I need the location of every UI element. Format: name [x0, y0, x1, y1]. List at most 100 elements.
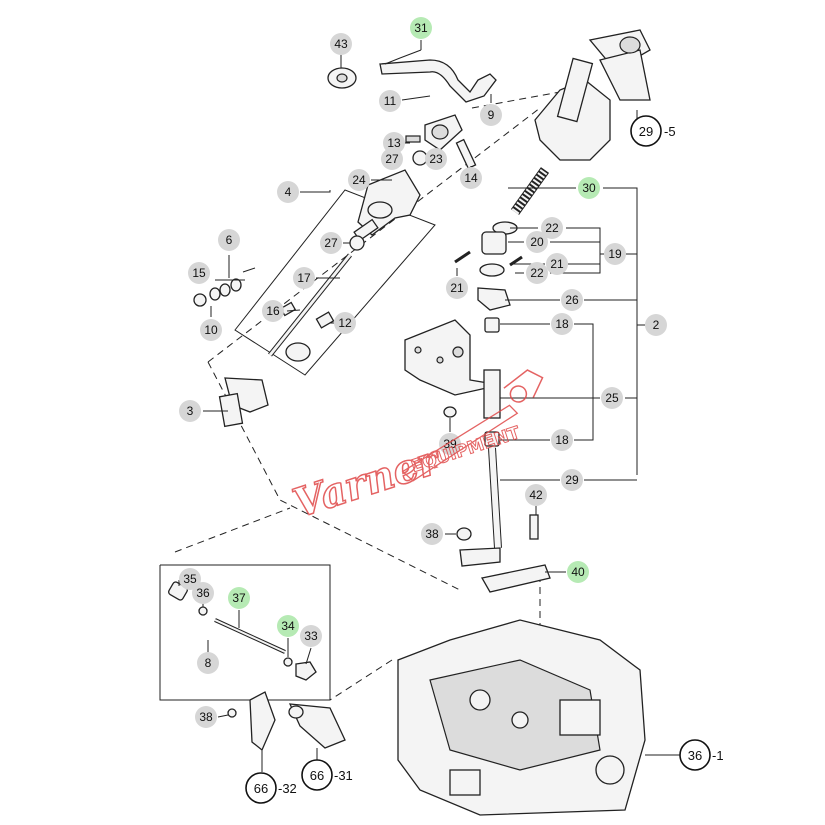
callout-14[interactable]: 14: [460, 167, 482, 189]
watermark-word-1: Varner: [287, 435, 447, 527]
label-9: 9: [488, 108, 495, 122]
callout-10[interactable]: 10: [200, 319, 222, 341]
callout-36-small[interactable]: 36: [192, 582, 214, 604]
ref-66-32[interactable]: 66 -32: [245, 772, 297, 804]
callout-2[interactable]: 2: [645, 314, 667, 336]
callout-24[interactable]: 24: [348, 169, 370, 191]
callout-23[interactable]: 23: [425, 148, 447, 170]
callout-33[interactable]: 33: [300, 625, 322, 647]
callout-30[interactable]: 30: [578, 177, 600, 199]
label-14: 14: [464, 171, 478, 185]
leader-lines: [178, 40, 680, 772]
label-21-right: 21: [550, 257, 564, 271]
label-20: 20: [530, 235, 544, 249]
label-4: 4: [285, 185, 292, 199]
ref-36-1[interactable]: 36 -1: [679, 739, 724, 771]
label-43: 43: [334, 37, 348, 51]
callout-6[interactable]: 6: [218, 229, 240, 251]
label-2: 2: [653, 318, 660, 332]
callout-27-upper[interactable]: 27: [381, 148, 403, 170]
shift-lever-handle: [327, 59, 497, 103]
callout-20[interactable]: 20: [526, 231, 548, 253]
label-12: 12: [338, 316, 352, 330]
label-34: 34: [281, 619, 295, 633]
tower-bracket: [534, 29, 651, 161]
callout-16[interactable]: 16: [262, 300, 284, 322]
label-23: 23: [429, 152, 443, 166]
label-37: 37: [232, 591, 246, 605]
callout-43[interactable]: 43: [330, 33, 352, 55]
label-26: 26: [565, 293, 579, 307]
label-33: 33: [304, 629, 318, 643]
callout-35[interactable]: 35: [179, 568, 201, 590]
callout-18-lower[interactable]: 18: [551, 429, 573, 451]
callout-22-upper[interactable]: 22: [541, 217, 563, 239]
label-11: 11: [384, 94, 397, 108]
label-19: 19: [608, 247, 622, 261]
label-42: 42: [529, 488, 543, 502]
callout-12[interactable]: 12: [334, 312, 356, 334]
ref-29-suffix: -5: [664, 124, 676, 139]
label-36-small: 36: [196, 586, 210, 600]
callout-22-lower[interactable]: 22: [526, 262, 548, 284]
callout-21-right[interactable]: 21: [546, 253, 568, 275]
label-13: 13: [387, 136, 401, 150]
callout-18-upper[interactable]: 18: [551, 313, 573, 335]
callout-38-lower[interactable]: 38: [195, 706, 217, 728]
label-17: 17: [297, 271, 311, 285]
ref-66b-number: 66: [310, 768, 324, 783]
label-8: 8: [205, 656, 212, 670]
label-27-upper: 27: [385, 152, 399, 166]
ref-66-31[interactable]: 66 -31: [301, 759, 353, 791]
callout-13[interactable]: 13: [383, 132, 405, 154]
spring-rod: [510, 167, 550, 215]
label-22-upper: 22: [545, 221, 559, 235]
callout-27-lower[interactable]: 27: [320, 232, 342, 254]
ref-29-5[interactable]: 29 -5: [630, 115, 676, 147]
label-18-upper: 18: [555, 317, 569, 331]
callout-29[interactable]: 29: [561, 469, 583, 491]
callout-34[interactable]: 34: [277, 615, 299, 637]
callout-8[interactable]: 8: [197, 652, 219, 674]
label-3: 3: [187, 404, 194, 418]
callout-9[interactable]: 9: [480, 104, 502, 126]
callout-31[interactable]: 31: [410, 17, 432, 39]
callout-4[interactable]: 4: [277, 181, 299, 203]
frames: [159, 189, 436, 701]
label-16: 16: [266, 304, 280, 318]
label-15: 15: [192, 266, 206, 280]
callout-42[interactable]: 42: [525, 484, 547, 506]
ref-36-suffix: -1: [712, 748, 724, 763]
lever-bracket-assembly: [405, 114, 477, 170]
label-29: 29: [565, 473, 579, 487]
linkage-rod-group: [168, 581, 346, 752]
ref-66a-suffix: -32: [278, 781, 297, 796]
callout-11[interactable]: 11: [379, 90, 401, 112]
label-24: 24: [352, 173, 366, 187]
label-30: 30: [582, 181, 596, 195]
callout-15[interactable]: 15: [188, 262, 210, 284]
label-10: 10: [204, 323, 218, 337]
callout-38-upper[interactable]: 38: [421, 523, 443, 545]
pivot-base: [218, 377, 269, 428]
label-6: 6: [226, 233, 233, 247]
shaft-bracket: [404, 317, 501, 447]
reference-callouts: 29 -5 66 -32 66 -31 36 -1: [245, 115, 724, 804]
main-shaft: [456, 447, 551, 593]
callout-25[interactable]: 25: [601, 387, 623, 409]
callout-40[interactable]: 40: [567, 561, 589, 583]
callout-37[interactable]: 37: [228, 587, 250, 609]
callout-26[interactable]: 26: [561, 289, 583, 311]
callout-21-left[interactable]: 21: [446, 277, 468, 299]
callout-3[interactable]: 3: [179, 400, 201, 422]
callout-17[interactable]: 17: [293, 267, 315, 289]
label-18-lower: 18: [555, 433, 569, 447]
transmission-housing: [397, 619, 646, 816]
label-27-lower: 27: [324, 236, 338, 250]
ref-66a-number: 66: [254, 781, 268, 796]
label-22-lower: 22: [530, 266, 544, 280]
joint-assembly: [454, 221, 523, 311]
label-31: 31: [414, 21, 428, 35]
callout-19[interactable]: 19: [604, 243, 626, 265]
